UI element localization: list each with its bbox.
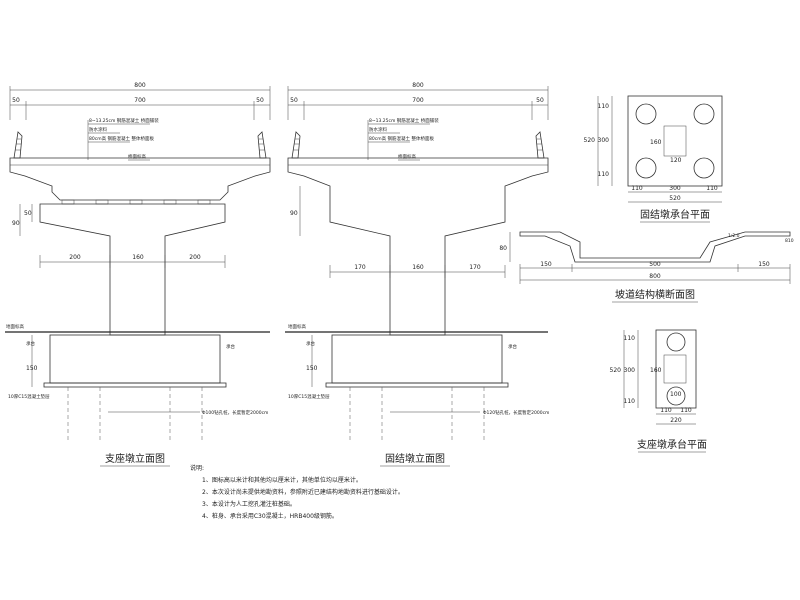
ground-label: 地面标高	[6, 323, 24, 330]
dim-part: 50	[12, 97, 20, 104]
notes: 说明: 1、图标高以米计和其他均以厘米计，其他单位均以厘米计。 2、本次设计尚未…	[190, 464, 404, 520]
plan-dim: 110	[624, 335, 636, 342]
ramp-dim: 150	[540, 261, 552, 268]
plan-dim: 110	[706, 185, 718, 192]
column-dim: 170	[469, 264, 481, 271]
side-dim: 150	[26, 365, 38, 372]
deck-label: 防水涂料	[369, 126, 387, 133]
plan-dim: 110	[631, 185, 643, 192]
cushion-label: 10厚C15混凝土垫层	[8, 393, 50, 400]
note-item: 3、本设计为人工挖孔灌注桩基础。	[202, 500, 296, 508]
side-dim: 承台	[26, 340, 35, 347]
ramp-dim: 500	[649, 261, 661, 268]
cap-label: 承台	[226, 343, 235, 350]
center-label: 桥面标高	[398, 153, 416, 160]
ground-label: 地面标高	[288, 323, 306, 330]
dim-part: 700	[134, 97, 146, 104]
deck-label: 8~13.25cm 钢筋混凝土 桥面铺装	[89, 117, 159, 124]
plan-dim: 520	[610, 367, 622, 374]
pile-label: Φ120钻孔桩，长度暂定2000cm	[483, 409, 549, 416]
side-dim: 150	[306, 365, 318, 372]
column-dim: 160	[412, 264, 424, 271]
dim-part: 50	[256, 97, 264, 104]
cushion-label: 10厚C15混凝土垫层	[288, 393, 330, 400]
plan-dim: 520	[669, 195, 681, 202]
height-dim: 50	[24, 210, 32, 217]
plan-dim: 110	[660, 407, 672, 414]
deck-label: 8~13.25cm 钢筋混凝土 桥面铺装	[369, 117, 439, 124]
plan-dim: 300	[598, 137, 610, 144]
ramp-slope: 810	[785, 238, 794, 244]
plan-dim: 110	[598, 171, 610, 178]
view-title: 支座墩立面图	[105, 452, 165, 465]
ramp-dim: 800	[649, 273, 661, 280]
plan-dim: 160	[650, 139, 662, 146]
view-plan-fixed: 520 110 300 110 160 120 110 300 110 520 …	[584, 95, 723, 223]
plan-dim: 300	[669, 185, 681, 192]
pile-label: Φ100钻孔桩，长度暂定2000cm	[202, 409, 268, 416]
plan-dim: 160	[650, 367, 662, 374]
column-dim: 160	[132, 254, 144, 261]
plan-dim: 110	[680, 407, 692, 414]
plan-dim: 220	[670, 417, 682, 424]
column-dim: 200	[69, 254, 81, 261]
note-item: 2、本次设计尚未提供地勘资料，参照附近已建结构地勘资料进行基础设计。	[202, 488, 404, 496]
view-title: 坡道结构横断面图	[615, 288, 695, 301]
dim-part: 50	[290, 97, 298, 104]
deck-label: 防水涂料	[89, 126, 107, 133]
plan-dim: 100	[670, 391, 682, 398]
view-pier-bearing: 800 50 700 50 8~13.25cm 钢筋混凝土 桥面铺装 防水涂料 …	[5, 82, 271, 467]
ramp-dim: 150	[758, 261, 770, 268]
column-dim: 170	[354, 264, 366, 271]
height-dim: 90	[12, 220, 20, 227]
plan-dim: 520	[584, 137, 596, 144]
view-title: 固结墩承台平面	[640, 208, 710, 221]
ramp-slope: 1:2.0	[728, 233, 740, 239]
view-plan-bearing: 520 110 300 110 160 100 110 110 220 支座墩承…	[610, 329, 707, 453]
note-item: 4、桩身、承台采用C30混凝土，HRB400级钢筋。	[202, 512, 338, 520]
side-dim: 承台	[306, 340, 315, 347]
deck-label: 80cm高 钢筋混凝土 整体桥面板	[89, 135, 154, 142]
dim-total: 800	[134, 82, 146, 89]
plan-dim: 300	[624, 367, 636, 374]
height-dim: 90	[290, 210, 298, 217]
notes-heading: 说明:	[190, 464, 204, 472]
dim-part: 700	[412, 97, 424, 104]
plan-dim: 120	[670, 157, 682, 164]
center-label: 桥面标高	[128, 153, 146, 160]
ramp-dim: 80	[499, 245, 507, 252]
plan-dim: 110	[598, 103, 610, 110]
note-item: 1、图标高以米计和其他均以厘米计，其他单位均以厘米计。	[202, 476, 362, 484]
dim-part: 50	[536, 97, 544, 104]
view-title: 固结墩立面图	[385, 452, 445, 465]
column-dim: 200	[189, 254, 201, 261]
view-title: 支座墩承台平面	[637, 438, 707, 451]
cap-label: 承台	[508, 343, 517, 350]
dim-total: 800	[412, 82, 424, 89]
bearings	[61, 199, 211, 205]
view-ramp-section: 80 1:2.0 810 150 500 150 800 坡道结构横断面图	[499, 231, 794, 303]
view-pier-fixed: 800 50 700 50 8~13.25cm 钢筋混凝土 桥面铺装 防水涂料 …	[285, 82, 549, 467]
plan-dim: 110	[624, 398, 636, 405]
deck-label: 80cm高 钢筋混凝土 整体桥面板	[369, 135, 434, 142]
